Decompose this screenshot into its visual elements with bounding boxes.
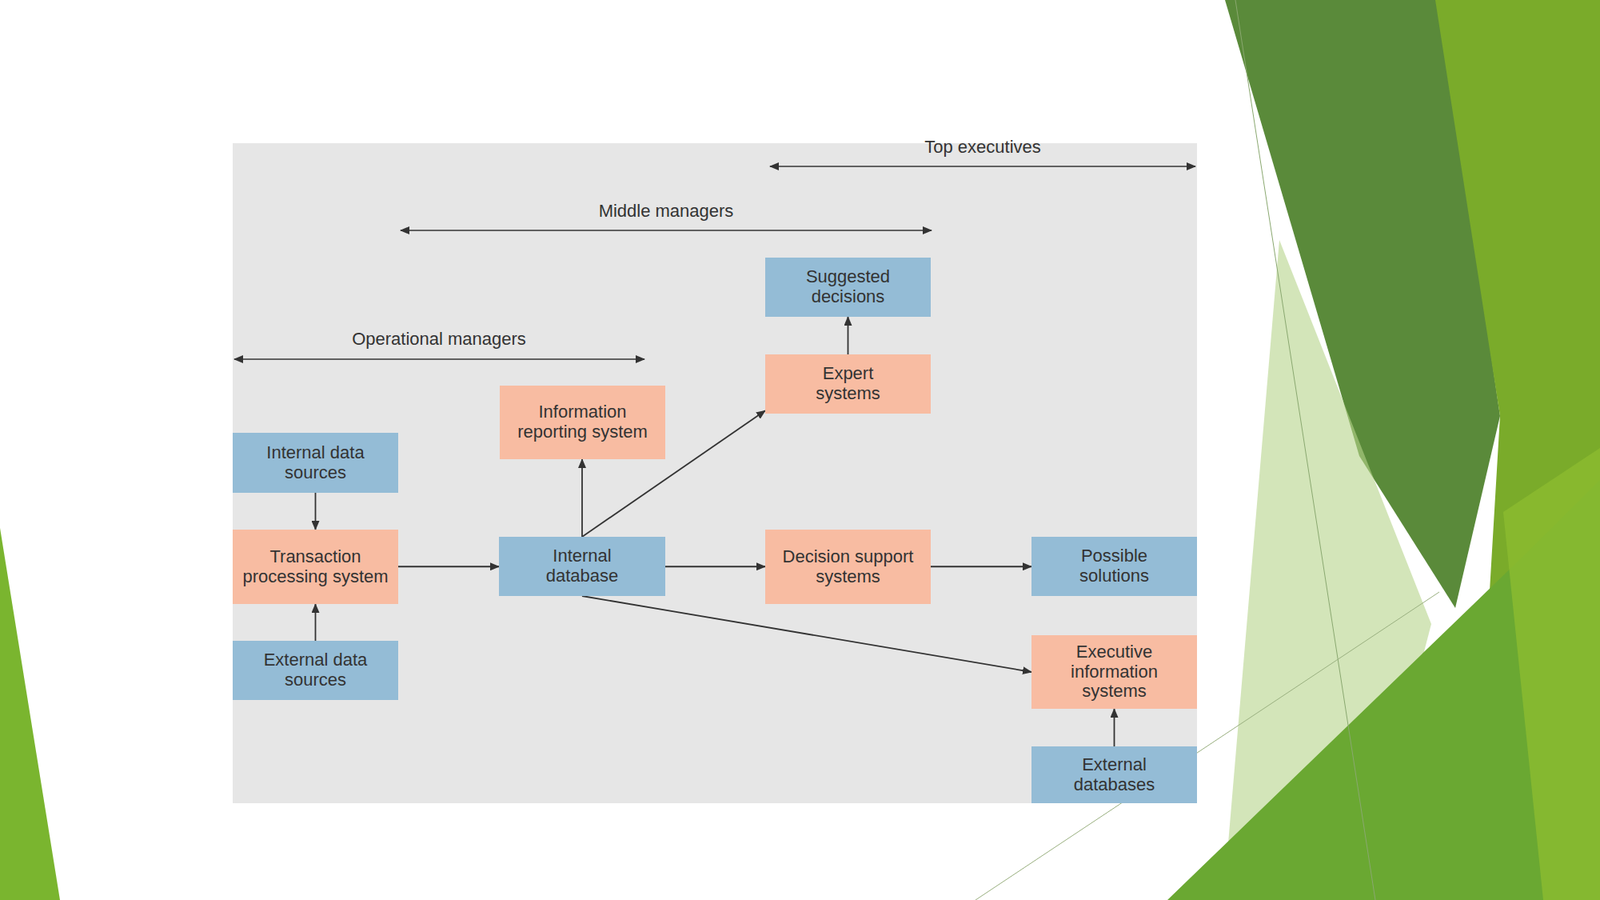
level-label: Top executives (924, 137, 1042, 157)
data-box: Internal data sources (232, 432, 399, 493)
flow-arrow (581, 458, 583, 537)
box-text: Expert systems (800, 363, 897, 403)
data-box: Possible solutions (1031, 536, 1198, 596)
box-text: Internal database (534, 546, 631, 586)
box-text: Executive information systems (1039, 642, 1190, 702)
level-label: Middle managers (598, 201, 735, 221)
flow-arrow (665, 565, 766, 567)
thin-line (1235, 0, 1376, 900)
system-box: Executive information systems (1031, 634, 1198, 709)
box-text: Possible solutions (1066, 546, 1163, 586)
flow-arrow (398, 565, 499, 567)
data-box: Internal database (498, 536, 666, 596)
box-text: External data sources (240, 650, 391, 690)
system-box: Decision support systems (765, 529, 931, 604)
range-arrow (234, 358, 645, 360)
box-text: Decision support systems (773, 546, 923, 587)
box-text: Suggested decisions (796, 267, 901, 307)
data-box: Suggested decisions (765, 257, 931, 317)
flow-arrow (582, 595, 1032, 672)
flow-arrow (847, 316, 850, 355)
data-box: External databases (1031, 746, 1198, 803)
box-text: External databases (1058, 754, 1171, 795)
thin-line (975, 591, 1440, 900)
range-arrow (400, 229, 932, 232)
range-arrow (770, 165, 1196, 168)
box-text: Internal data sources (240, 442, 391, 483)
green-shape (1503, 447, 1600, 900)
flow-arrow (1113, 708, 1116, 747)
box-text: Information reporting system (507, 402, 658, 442)
flow-arrow (315, 603, 317, 641)
green-shape (0, 527, 60, 900)
system-box: Transaction processing system (232, 529, 399, 604)
system-box: Expert systems (765, 354, 931, 414)
level-label: Operational managers (351, 329, 527, 349)
data-box: External data sources (232, 640, 399, 700)
system-box: Information reporting system (499, 385, 666, 459)
box-text: Transaction processing system (240, 546, 391, 587)
flow-arrow (315, 492, 317, 530)
flow-arrow (930, 565, 1032, 567)
